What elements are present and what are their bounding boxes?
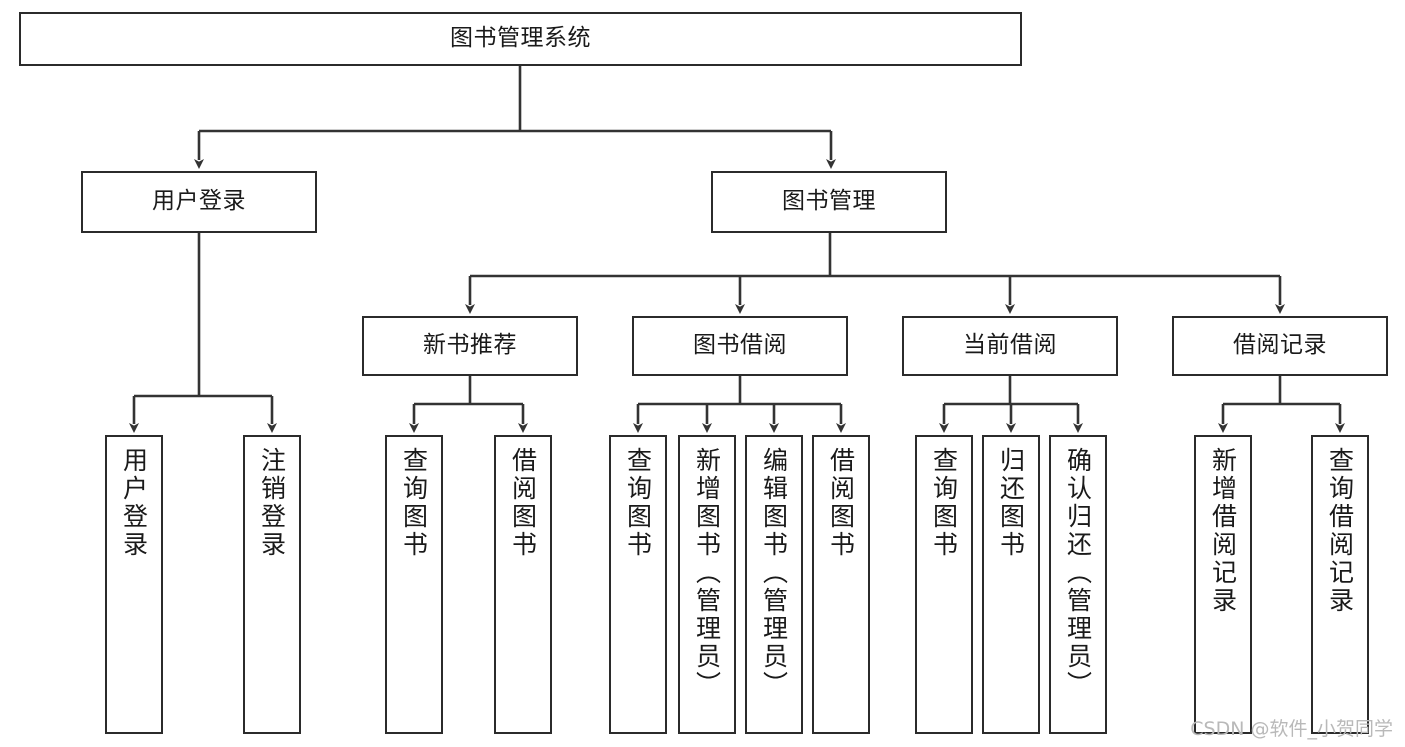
node-root[interactable]: 图书管理系统: [19, 12, 1022, 66]
leaf-borrow-edit-book[interactable]: 编辑图书（管理员）: [745, 435, 803, 734]
leaf-recommend-borrow-book-label: 借阅图书: [508, 447, 538, 559]
leaf-borrow-add-book-label: 新增图书（管理员）: [692, 447, 722, 699]
leaf-borrow-query-book-label: 查询图书: [623, 447, 653, 559]
node-book-management[interactable]: 图书管理: [711, 171, 947, 233]
leaf-record-add-record-label: 新增借阅记录: [1208, 447, 1238, 615]
node-book-management-label: 图书管理: [782, 188, 876, 215]
leaf-user-login-signin-label: 用户登录: [119, 447, 149, 559]
node-current-borrow-label: 当前借阅: [963, 332, 1057, 359]
leaf-user-login-signin[interactable]: 用户登录: [105, 435, 163, 734]
node-new-book-recommend[interactable]: 新书推荐: [362, 316, 578, 376]
node-book-borrow[interactable]: 图书借阅: [632, 316, 848, 376]
leaf-recommend-query-book-label: 查询图书: [399, 447, 429, 559]
leaf-recommend-query-book[interactable]: 查询图书: [385, 435, 443, 734]
leaf-borrow-edit-book-label: 编辑图书（管理员）: [759, 447, 789, 699]
node-root-label: 图书管理系统: [450, 25, 591, 52]
leaf-current-confirm-return-label: 确认归还（管理员）: [1063, 447, 1093, 699]
leaf-borrow-query-book[interactable]: 查询图书: [609, 435, 667, 734]
node-new-book-recommend-label: 新书推荐: [423, 332, 517, 359]
leaf-current-query-book-label: 查询图书: [929, 447, 959, 559]
node-user-login[interactable]: 用户登录: [81, 171, 317, 233]
leaf-borrow-add-book[interactable]: 新增图书（管理员）: [678, 435, 736, 734]
node-current-borrow[interactable]: 当前借阅: [902, 316, 1118, 376]
leaf-user-login-signout[interactable]: 注销登录: [243, 435, 301, 734]
leaf-record-query-record[interactable]: 查询借阅记录: [1311, 435, 1369, 734]
node-user-login-label: 用户登录: [152, 188, 246, 215]
leaf-borrow-borrow-book[interactable]: 借阅图书: [812, 435, 870, 734]
leaf-record-add-record[interactable]: 新增借阅记录: [1194, 435, 1252, 734]
leaf-borrow-borrow-book-label: 借阅图书: [826, 447, 856, 559]
node-borrow-record-label: 借阅记录: [1233, 332, 1327, 359]
node-borrow-record[interactable]: 借阅记录: [1172, 316, 1388, 376]
leaf-record-query-record-label: 查询借阅记录: [1325, 447, 1355, 615]
leaf-current-confirm-return[interactable]: 确认归还（管理员）: [1049, 435, 1107, 734]
leaf-current-return-book[interactable]: 归还图书: [982, 435, 1040, 734]
node-book-borrow-label: 图书借阅: [693, 332, 787, 359]
leaf-user-login-signout-label: 注销登录: [257, 447, 287, 559]
leaf-current-return-book-label: 归还图书: [996, 447, 1026, 559]
leaf-current-query-book[interactable]: 查询图书: [915, 435, 973, 734]
leaf-recommend-borrow-book[interactable]: 借阅图书: [494, 435, 552, 734]
csdn-watermark: CSDN @软件_小贺同学: [1190, 718, 1393, 740]
